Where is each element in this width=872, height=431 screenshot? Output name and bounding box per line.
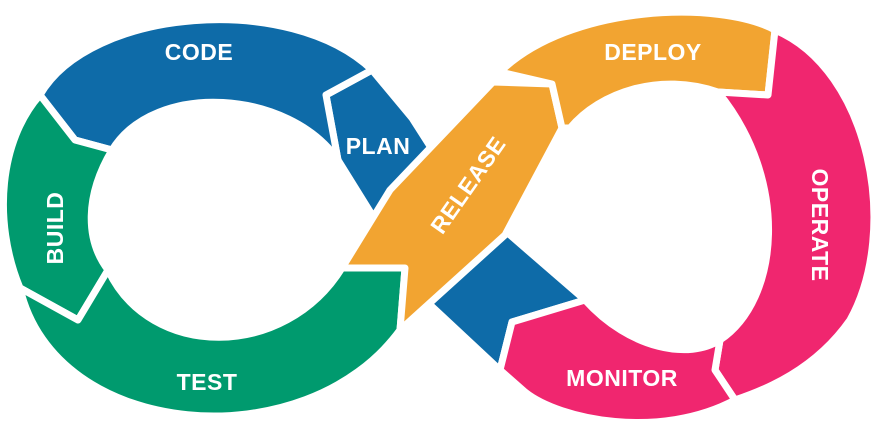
code-label: CODE [165, 39, 233, 65]
build-label: BUILD [42, 192, 68, 265]
operate-segment [711, 26, 872, 404]
operate-label: OPERATE [807, 169, 833, 282]
code-segment [36, 16, 376, 164]
plan-label: PLAN [346, 133, 411, 159]
monitor-segment [496, 296, 739, 426]
monitor-label: MONITOR [566, 365, 678, 391]
test-label: TEST [177, 369, 238, 395]
deploy-label: DEPLOY [604, 39, 702, 65]
